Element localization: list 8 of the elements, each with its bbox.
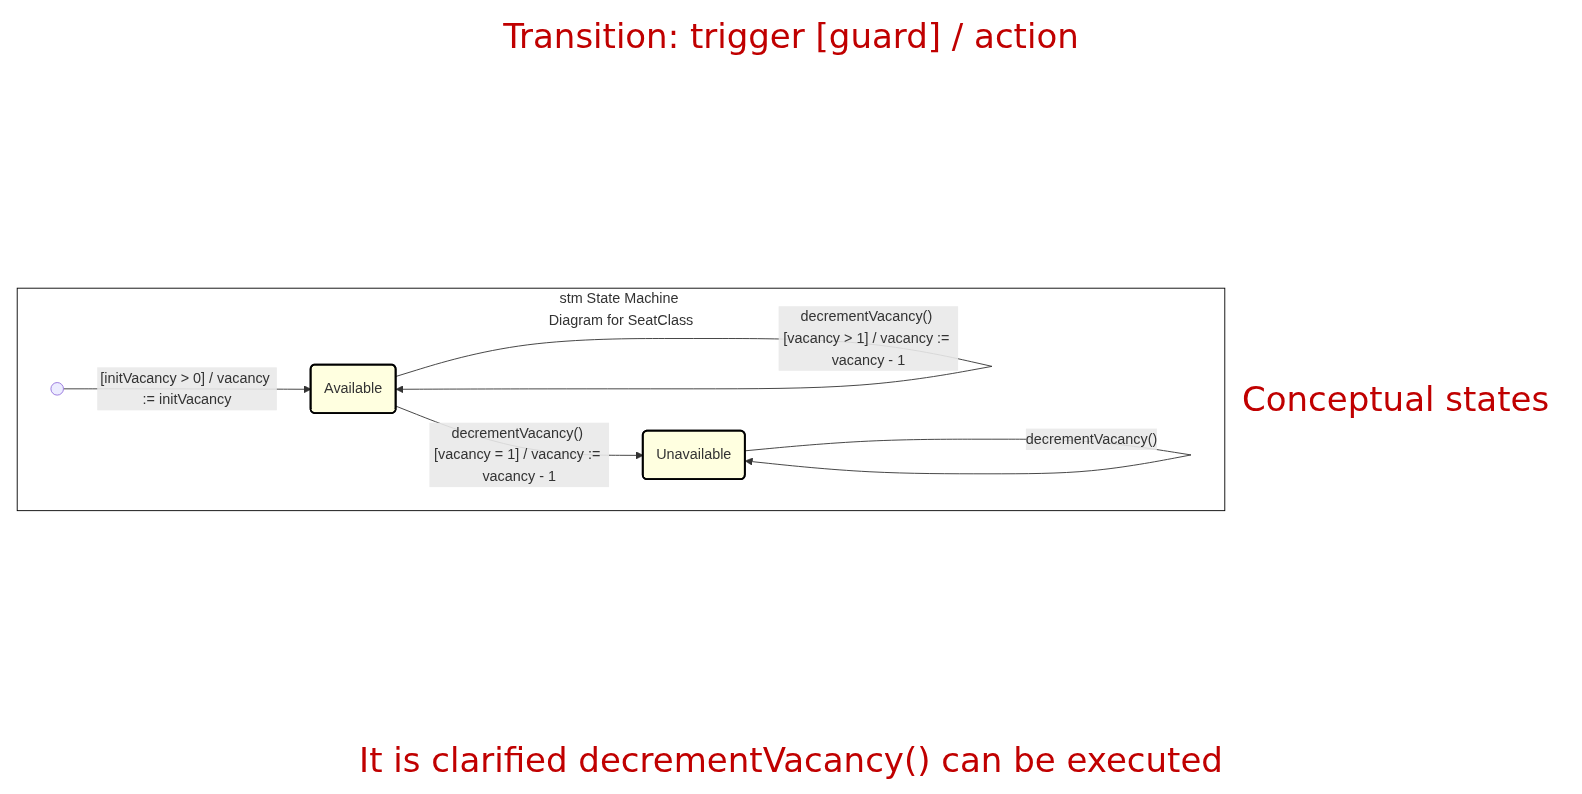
annotation-note: It is clarified decrementVacancy() can be executed <box>358 740 1224 780</box>
edge-label: decrementVacancy() [vacancy > 1] / vacancy := vacancy - 1 <box>783 308 950 367</box>
node-circle <box>50 381 64 396</box>
annotation-note: Conceptual states <box>1242 379 1550 419</box>
annotation-note: Transition: trigger [guard] / action <box>502 16 1080 56</box>
edge-label: decrementVacancy() [vacancy = 1] / vacancy := vacancy - 1 <box>434 424 601 484</box>
edge-label: [initVacancy > 0] / vacancy := initVacancy <box>100 369 270 407</box>
edge-label: decrementVacancy() <box>1025 430 1158 446</box>
